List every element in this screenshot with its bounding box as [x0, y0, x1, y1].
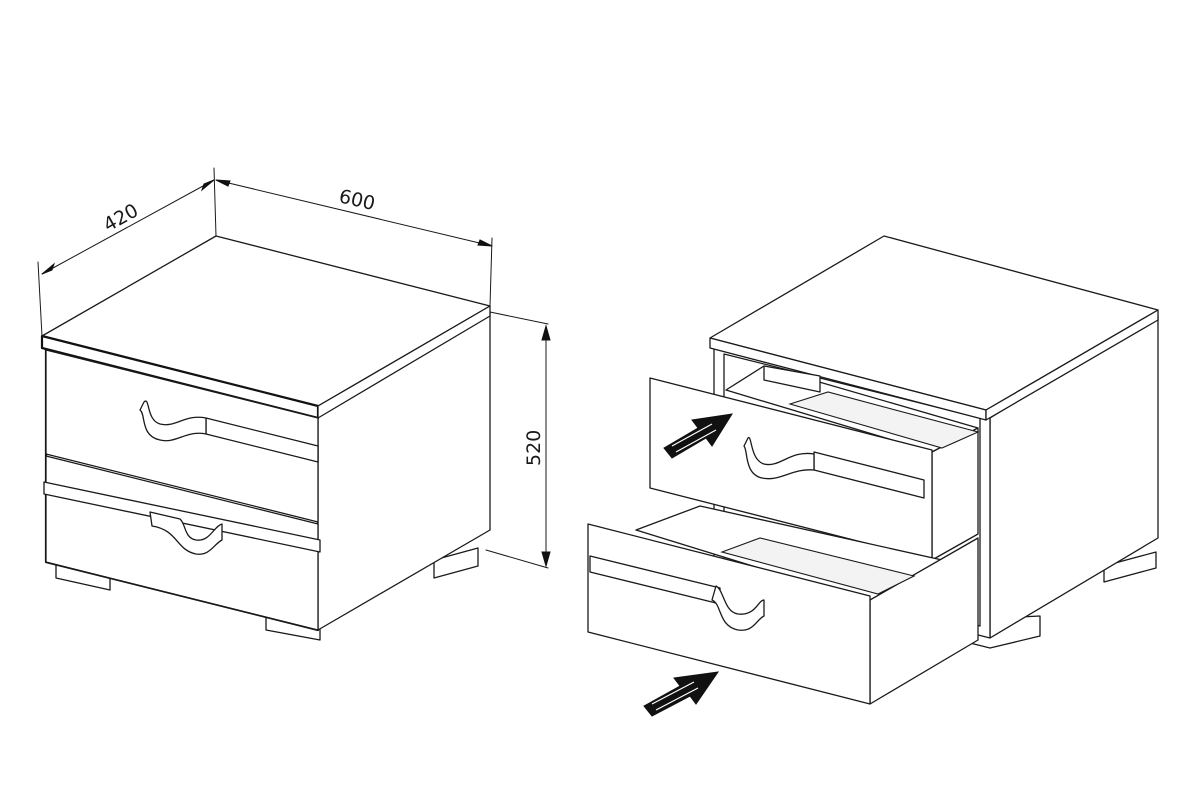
lower-drawer-mat — [720, 537, 916, 595]
lower-drawer-handle — [149, 511, 223, 555]
height-label: 520 — [523, 430, 545, 466]
lower-open-drawer — [587, 505, 979, 705]
top-board-side-edge — [317, 305, 491, 419]
lower-push-arrow — [643, 671, 720, 717]
closed-nightstand: 420 600 520 — [37, 167, 551, 641]
open-back-leg — [1103, 551, 1157, 583]
right-front-leg — [433, 547, 479, 579]
upper-open-drawer-handle — [743, 437, 815, 480]
upper-drawer-mat — [788, 391, 980, 449]
width-dimension: 600 — [215, 179, 493, 307]
lower-drawer-rail — [43, 481, 321, 553]
upper-push-arrow — [663, 413, 733, 459]
upper-drawer-handle — [139, 400, 207, 442]
open-nightstand — [587, 235, 1159, 717]
lower-open-drawer-handle — [711, 585, 765, 631]
upper-drawer-back — [763, 365, 821, 393]
height-dimension: 520 — [485, 311, 551, 569]
open-top-side-edge — [985, 309, 1159, 421]
